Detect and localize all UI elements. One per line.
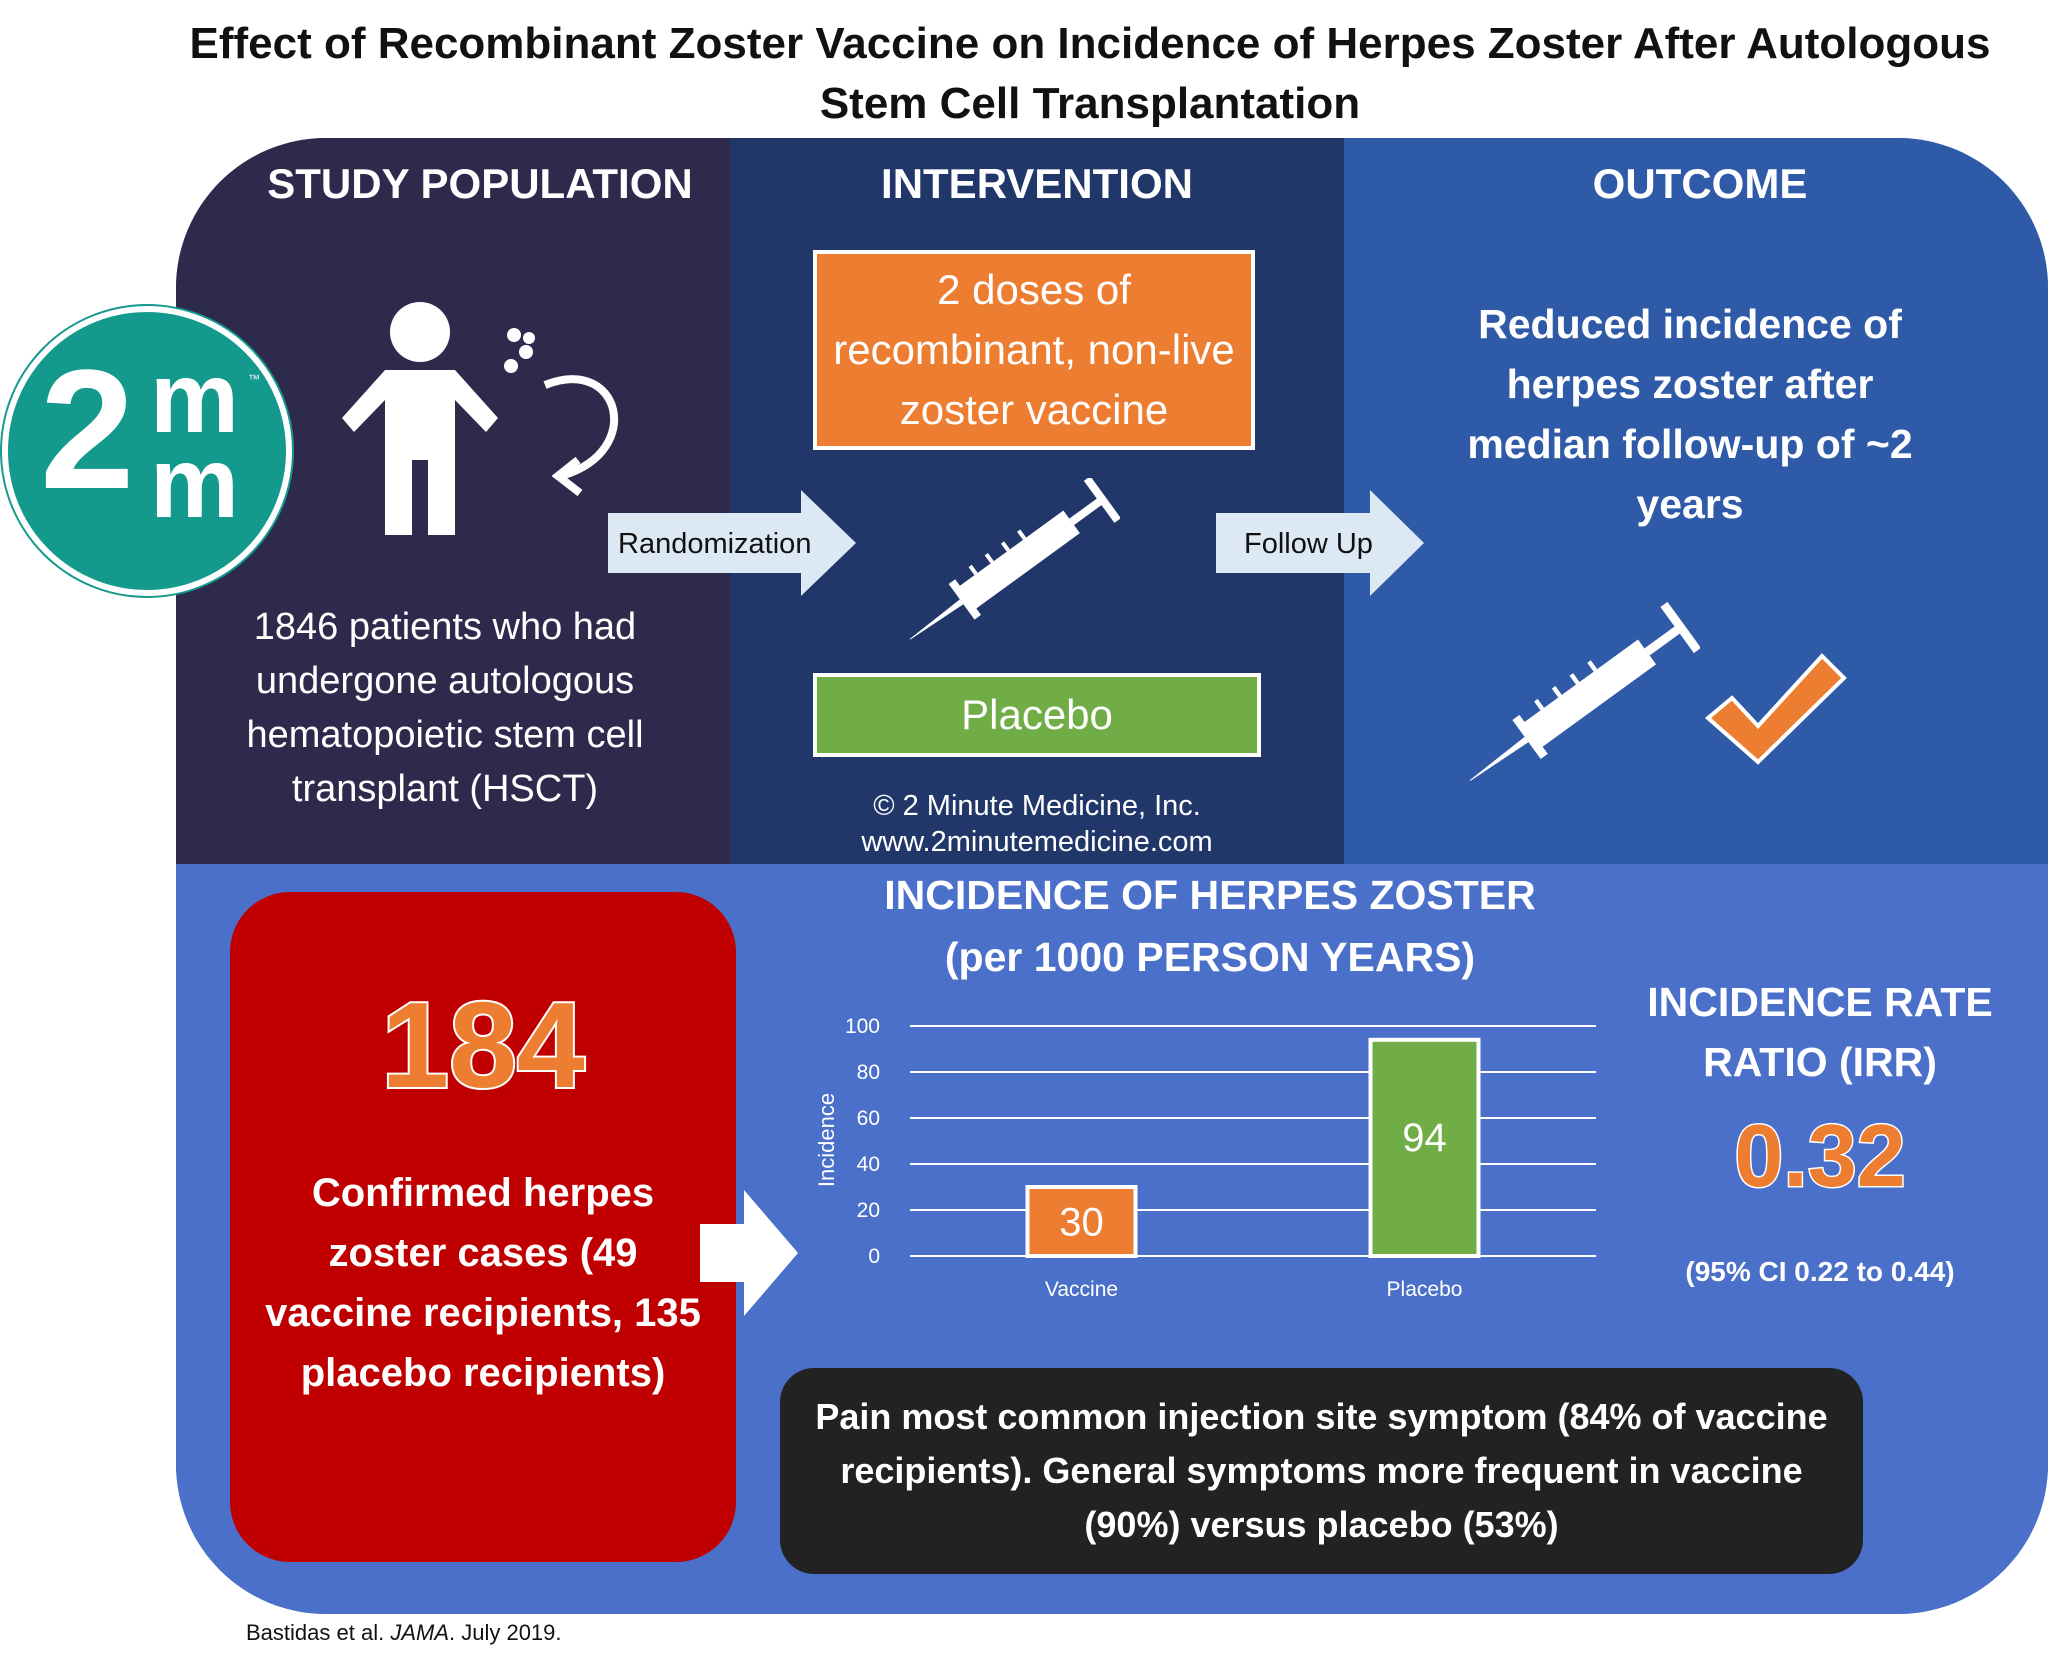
vaccine-arm-box: 2 doses of recombinant, non-live zoster …: [813, 250, 1255, 450]
follow-up-label: Follow Up: [1244, 528, 1373, 560]
citation-journal: JAMA: [390, 1620, 449, 1645]
outcome-text: Reduced incidence of herpes zoster after…: [1467, 301, 1913, 527]
safety-summary-box: Pain most common injection site symptom …: [780, 1368, 1863, 1574]
chart-y-tick-label: 0: [868, 1245, 880, 1268]
checkmark-icon: [1704, 653, 1847, 765]
logo-m-bottom: m: [150, 427, 239, 539]
chart-bar-placebo: [1368, 1037, 1481, 1258]
logo-m-top: m: [150, 342, 239, 454]
randomization-arrow: [608, 490, 856, 596]
chart-title: INCIDENCE OF HERPES ZOSTER: [884, 872, 1536, 918]
chart-subtitle: (per 1000 PERSON YEARS): [944, 934, 1476, 980]
logo-numeral: 2: [40, 335, 135, 525]
patient-icon: [342, 302, 619, 535]
cases-text: Confirmed herpes zoster cases (49 vaccin…: [265, 1171, 701, 1395]
chart-bar-vaccine: [1025, 1185, 1138, 1258]
outcome-header: OUTCOME: [1592, 160, 1808, 207]
cases-box: [230, 892, 736, 1562]
chart-y-tick-label: 80: [857, 1061, 880, 1084]
chart-y-ticks: 0 20 40 60 80 100: [845, 1015, 880, 1268]
chart-category-label: Placebo: [1387, 1278, 1463, 1301]
irr-confidence-interval: (95% CI 0.22 to 0.44): [1685, 1256, 1955, 1287]
citation: Bastidas et al. JAMA. July 2019.: [246, 1620, 562, 1646]
intervention-header: INTERVENTION: [881, 160, 1193, 207]
copyright-text: © 2 Minute Medicine, Inc.: [873, 790, 1201, 822]
chart-y-tick-label: 40: [857, 1153, 880, 1176]
website-text: www.2minutemedicine.com: [861, 826, 1213, 858]
randomization-label: Randomization: [618, 528, 812, 560]
chart-gridlines: [910, 1025, 1596, 1257]
citation-date: . July 2019.: [449, 1620, 562, 1645]
study-population-header: STUDY POPULATION: [267, 160, 693, 207]
chart-y-tick-label: 20: [857, 1199, 880, 1222]
chart-y-tick-label: 60: [857, 1107, 880, 1130]
placebo-arm-box: Placebo: [813, 673, 1261, 757]
cases-count: 184: [379, 975, 587, 1115]
irr-value: 0.32: [1733, 1105, 1907, 1207]
brand-logo: [2, 306, 292, 596]
outcome-syringe-icon: [1470, 602, 1700, 788]
syringe-icon: [910, 478, 1120, 646]
outcome-panel: [1344, 138, 2048, 864]
chart-data-label: 30: [1059, 1201, 1104, 1245]
chart-category-label: Vaccine: [1045, 1278, 1118, 1301]
follow-up-arrow: [1216, 490, 1424, 596]
citation-authors: Bastidas et al.: [246, 1620, 385, 1645]
chart-data-label: 94: [1402, 1116, 1447, 1160]
study-population-text: 1846 patients who had undergone autologo…: [246, 606, 644, 810]
logo-trademark: ™: [248, 372, 260, 386]
cases-arrow: [700, 1190, 798, 1316]
page-title: Effect of Recombinant Zoster Vaccine on …: [189, 19, 1991, 128]
chart-y-axis-label: Incidence: [814, 1093, 839, 1187]
irr-label: INCIDENCE RATE RATIO (IRR): [1647, 979, 1993, 1085]
chart-y-tick-label: 100: [845, 1015, 880, 1038]
